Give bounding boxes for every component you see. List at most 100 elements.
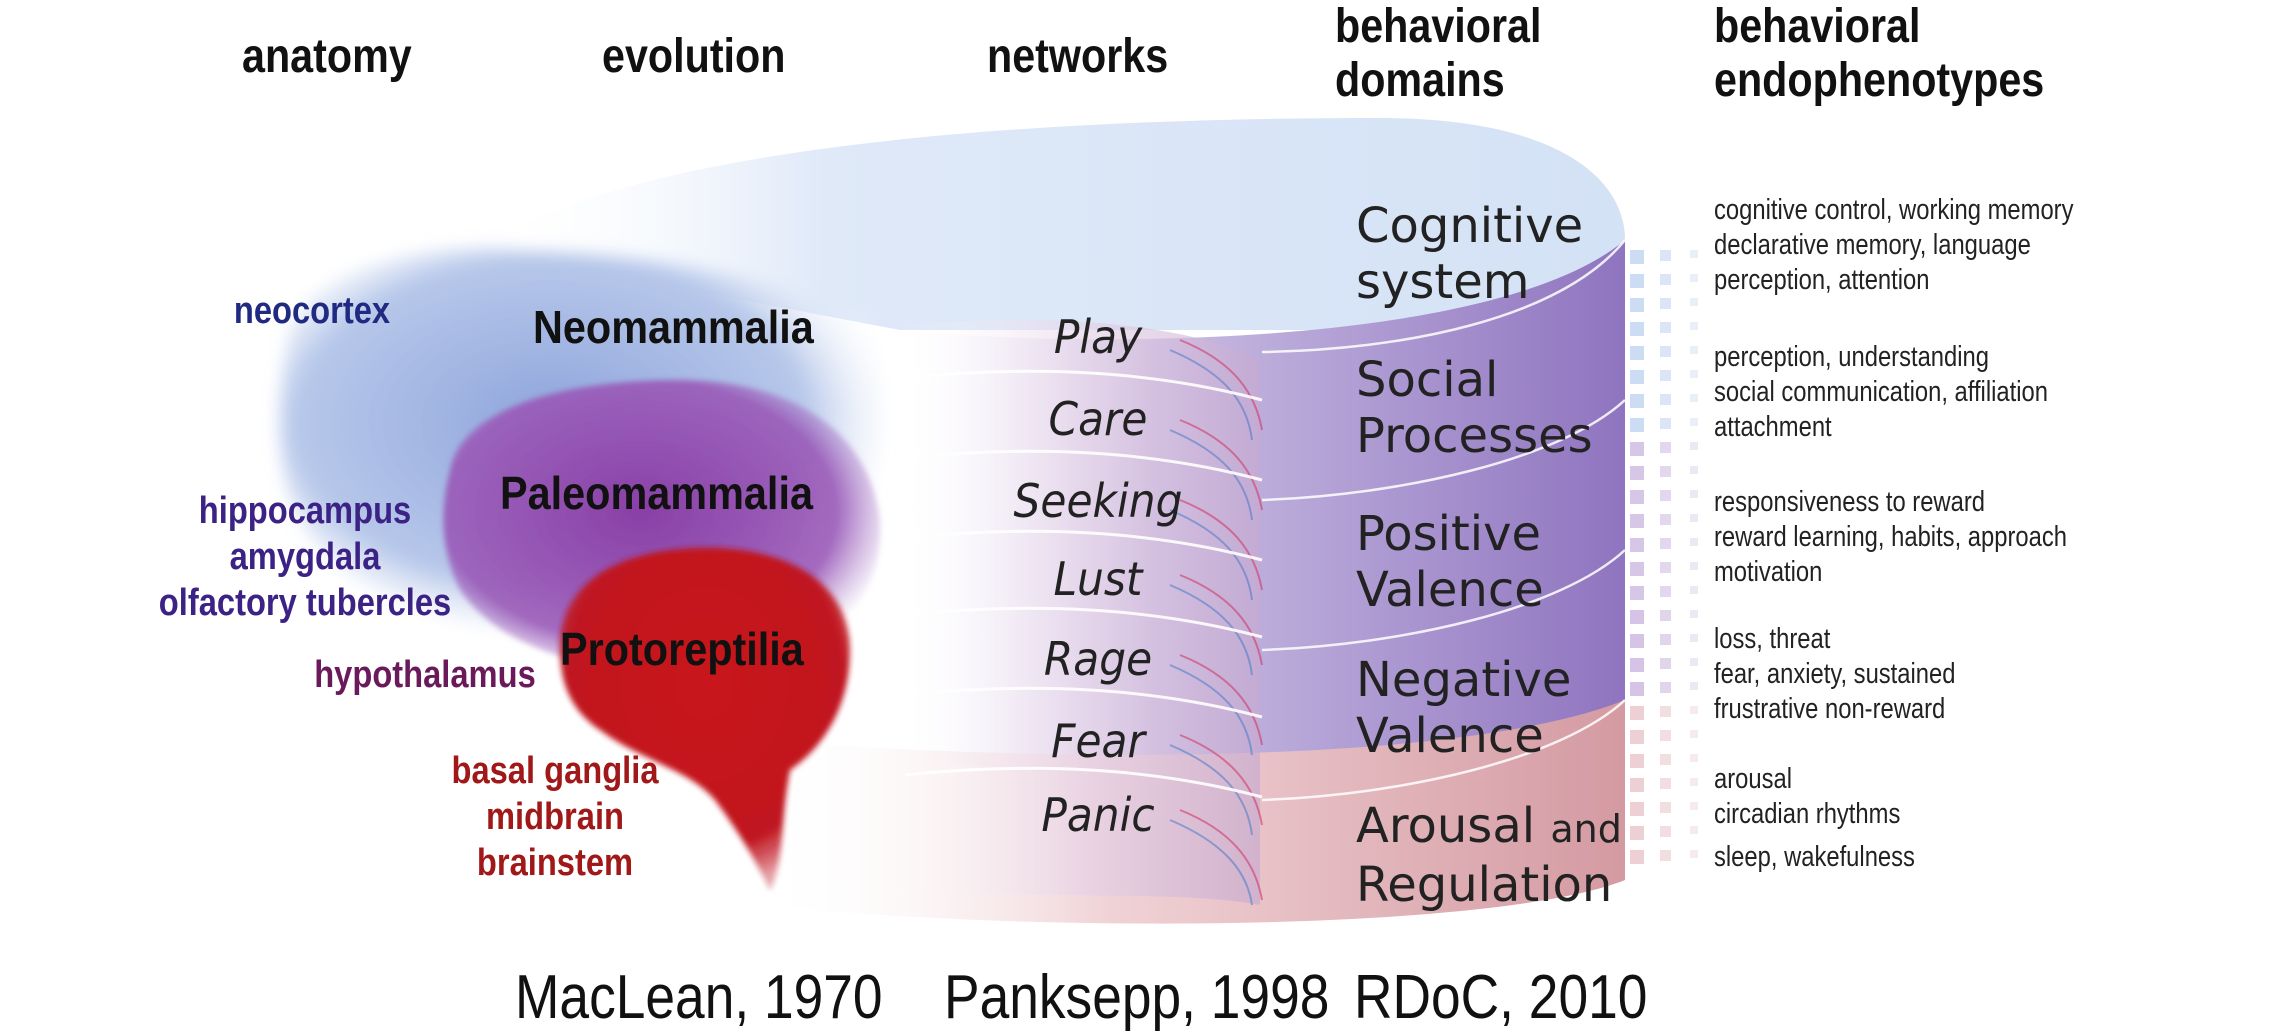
endophenotype-dot [1690, 754, 1698, 762]
domain-cognitive-line1: Cognitive [1356, 198, 1584, 254]
header-endo-line2: endophenotypes [1714, 54, 2045, 107]
endophenotype-dot [1690, 586, 1698, 594]
domain-arousal-word: Arousal [1356, 798, 1536, 854]
endophenotype-dot [1630, 250, 1644, 264]
label-protoreptilia: Protoreptilia [560, 623, 804, 675]
endophenotype-dot [1630, 322, 1644, 336]
endo-group-positive: responsiveness to reward reward learning… [1714, 485, 2067, 590]
label-paleomammalia: Paleomammalia [500, 467, 813, 519]
citation-rdoc: RDoC, 2010 [1354, 963, 1648, 1032]
endophenotype-dot [1660, 802, 1671, 813]
label-basal-ganglia: basal ganglia [451, 750, 659, 792]
endophenotype-dot [1660, 778, 1671, 789]
endophenotype-dot [1630, 562, 1644, 576]
protoreptilian-region [559, 547, 850, 890]
endophenotype-dot [1690, 274, 1698, 282]
endophenotype-dot [1660, 466, 1671, 477]
endophenotype-dot [1690, 490, 1698, 498]
label-hypothalamus: hypothalamus [314, 654, 536, 696]
endophenotype-dot [1660, 394, 1671, 405]
endophenotype-dot [1690, 298, 1698, 306]
endophenotype-dot [1630, 274, 1644, 288]
endophenotype-dot [1690, 730, 1698, 738]
domain-cognitive: Cognitive system [1356, 198, 1583, 310]
domain-arousal-and: and [1550, 807, 1622, 851]
endophenotype-dot [1690, 370, 1698, 378]
endophenotype-dot [1660, 490, 1671, 501]
endo-item: cognitive control, working memory [1714, 194, 2074, 226]
endophenotype-dot [1690, 466, 1698, 474]
endo-item: fear, anxiety, sustained [1714, 658, 1956, 690]
endophenotype-dot [1690, 778, 1698, 786]
endophenotype-dot [1660, 346, 1671, 357]
domain-cognitive-line2: system [1356, 254, 1530, 310]
label-limbic-group: hippocampus amygdala olfactory tubercles [159, 488, 451, 626]
endophenotype-dot [1660, 274, 1671, 285]
endophenotype-dot [1690, 346, 1698, 354]
network-lust: Lust [1053, 552, 1143, 606]
endo-group-arousal: arousal circadian rhythms sleep, wakeful… [1714, 762, 1915, 875]
endophenotype-dot [1630, 490, 1644, 504]
endophenotype-dot [1690, 682, 1698, 690]
label-neocortex: neocortex [233, 290, 391, 332]
endophenotype-dot [1690, 634, 1698, 642]
endo-item: loss, threat [1714, 623, 1831, 655]
endophenotype-dot [1660, 514, 1671, 525]
endophenotype-dot [1690, 562, 1698, 570]
domain-positive-line2: Valence [1356, 562, 1544, 618]
endophenotype-dot [1630, 682, 1644, 696]
endophenotype-dot [1630, 538, 1644, 552]
endophenotype-dot [1630, 754, 1644, 768]
endophenotype-dot [1690, 658, 1698, 666]
endophenotype-dot [1660, 562, 1671, 573]
domain-social: Social Processes [1356, 352, 1593, 464]
network-rage: Rage [1043, 632, 1153, 686]
endophenotype-dot [1690, 802, 1698, 810]
endophenotype-dot [1690, 394, 1698, 402]
endophenotype-dot [1630, 730, 1644, 744]
label-midbrain: midbrain [485, 796, 625, 838]
endo-item: declarative memory, language [1714, 229, 2031, 261]
endophenotype-dot [1630, 826, 1644, 840]
endophenotype-dot [1660, 418, 1671, 429]
domain-negative-valence: Negative Valence [1356, 652, 1571, 764]
network-care: Care [1048, 392, 1148, 446]
endo-item: reward learning, habits, approach [1714, 521, 2067, 553]
endophenotype-dot [1630, 802, 1644, 816]
network-bands [900, 319, 1263, 906]
endo-group-cognitive: cognitive control, working memory declar… [1714, 193, 2073, 298]
endo-item: circadian rhythms [1714, 798, 1901, 830]
domain-negative-line2: Valence [1356, 708, 1544, 764]
domain-negative-line1: Negative [1356, 652, 1572, 708]
endophenotype-dot [1690, 514, 1698, 522]
endophenotype-dot [1690, 610, 1698, 618]
endophenotype-dot [1630, 370, 1644, 384]
endophenotype-dot [1660, 370, 1671, 381]
endophenotype-dot [1660, 538, 1671, 549]
label-basal-group: basal ganglia midbrain brainstem [439, 748, 671, 886]
endophenotype-dot [1660, 682, 1671, 693]
endophenotype-dot [1630, 658, 1644, 672]
endophenotype-dot [1660, 730, 1671, 741]
endophenotype-dot [1660, 322, 1671, 333]
endophenotype-dot [1630, 394, 1644, 408]
citation-maclean: MacLean, 1970 [515, 963, 883, 1032]
endophenotype-dot [1690, 850, 1698, 858]
endo-item: sleep, wakefulness [1714, 841, 1915, 873]
domain-arousal-line1: Arousal and [1356, 798, 1622, 857]
endophenotype-dot [1690, 826, 1698, 834]
domain-social-line2: Processes [1356, 408, 1593, 464]
endophenotype-dot [1630, 610, 1644, 624]
endophenotype-dot [1630, 466, 1644, 480]
endophenotype-dot [1690, 418, 1698, 426]
cylinder-top [480, 118, 1625, 330]
endo-group-negative: loss, threat fear, anxiety, sustained fr… [1714, 622, 1955, 727]
domain-positive-line1: Positive [1356, 506, 1542, 562]
endophenotype-dot [1660, 610, 1671, 621]
endophenotype-dot [1630, 706, 1644, 720]
endophenotype-dot [1690, 442, 1698, 450]
domain-social-line1: Social [1356, 352, 1499, 408]
endo-item: arousal [1714, 763, 1793, 795]
